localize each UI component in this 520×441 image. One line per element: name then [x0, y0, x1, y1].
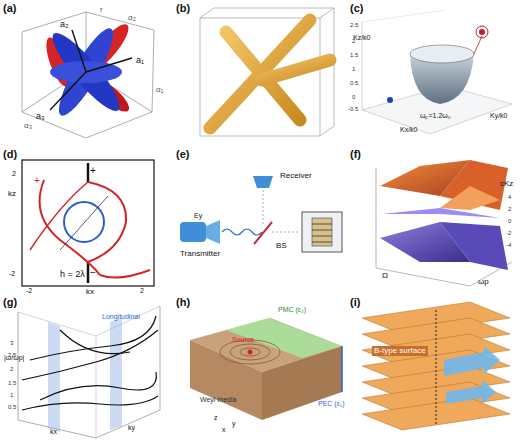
- source-label: Source: [232, 336, 254, 343]
- axis-title: Ω: [382, 272, 388, 280]
- axis-title: ky: [128, 424, 135, 431]
- tick-label: 2: [508, 206, 511, 212]
- device-label: Receiver: [280, 172, 312, 180]
- vector-label: a₃: [36, 112, 45, 121]
- axis-label: x: [222, 426, 226, 433]
- axis-label: α₂: [128, 14, 136, 22]
- dispersion-3d: [18, 306, 160, 438]
- tick-label: 1.5: [8, 380, 16, 386]
- tick-label: 3: [10, 340, 13, 346]
- axis-title: Ky/k0: [490, 112, 508, 119]
- annotation: h = 2λ: [60, 270, 85, 279]
- axis-title: cKz: [500, 180, 513, 188]
- device-label: Transmitter: [180, 250, 220, 258]
- vector-label: a₁: [136, 56, 144, 65]
- panel-letter: (c): [350, 3, 363, 14]
- tick-label: -2: [506, 230, 511, 236]
- weyl-arcs: [22, 160, 154, 286]
- panel-letter: (f): [350, 149, 361, 160]
- axis-title: kx: [86, 288, 94, 296]
- tick-label: -4: [506, 242, 511, 248]
- tick-label: 0: [508, 218, 511, 224]
- device-label: BS: [276, 242, 287, 250]
- panel-letter: (g): [3, 297, 17, 308]
- vector-label: a₂: [60, 20, 69, 29]
- axis-title: Kz/k0: [353, 34, 371, 41]
- panel-letter: (i): [350, 297, 360, 308]
- panel-letter: (a): [3, 3, 16, 14]
- axis-label: α₁: [156, 86, 163, 94]
- charge-sign: +: [90, 166, 96, 176]
- axis-label: r: [100, 6, 103, 14]
- panel-letter: (h): [176, 297, 190, 308]
- tick-label: 1: [352, 66, 355, 72]
- tick-label: 0.5: [350, 80, 358, 86]
- axis-title: kz: [8, 190, 16, 198]
- band-surfaces: [376, 160, 512, 286]
- axis-label: z: [214, 414, 218, 421]
- tick-label: 4: [508, 194, 511, 200]
- band-label: Longitudinal: [102, 313, 140, 320]
- axis-title: ωp: [478, 278, 489, 286]
- annotation: ωₚ=1.2ω₀: [420, 112, 451, 119]
- axis-label: y: [232, 420, 236, 427]
- lattice-box: [200, 8, 334, 136]
- tick-label: 2: [352, 38, 355, 44]
- panel-letter: (e): [176, 149, 189, 160]
- tick-label: 2: [10, 366, 13, 372]
- panel-letter: (b): [176, 3, 190, 14]
- tick-label: -2: [9, 270, 15, 277]
- boundary-label: PMC (ε₂): [278, 306, 306, 313]
- tick-label: -2: [26, 287, 32, 294]
- tick-label: 1.5: [350, 52, 358, 58]
- field-label: Ey: [194, 212, 202, 219]
- layered-metamaterial: [362, 302, 510, 430]
- medium-label: Weyl media: [200, 396, 236, 403]
- tick-label: -0.5: [348, 106, 358, 112]
- tick-label: 1: [10, 392, 13, 398]
- dispersion-bowl: [362, 10, 512, 134]
- experiment-setup: [180, 176, 342, 252]
- lattice-cell: [22, 12, 154, 138]
- axis-title: Kx/k0: [400, 126, 418, 133]
- surface-label: B-type surface: [372, 346, 428, 356]
- panel-letter: (d): [3, 149, 17, 160]
- tick-label: 2: [12, 170, 16, 177]
- axis-title: kx: [50, 428, 57, 435]
- tick-label: 2.5: [350, 22, 358, 28]
- boundary-label: PEC (ε₁): [318, 400, 344, 407]
- fermi-surface: [42, 19, 135, 121]
- nodal-lines: [210, 20, 330, 128]
- tick-label: 0.5: [8, 404, 16, 410]
- tick-label: 2: [140, 287, 144, 294]
- axis-label: α₃: [24, 122, 32, 130]
- tick-label: 0: [352, 94, 355, 100]
- charge-sign: −: [90, 268, 96, 278]
- charge-sign: +: [34, 176, 40, 186]
- tick-label: 2.5: [8, 352, 16, 358]
